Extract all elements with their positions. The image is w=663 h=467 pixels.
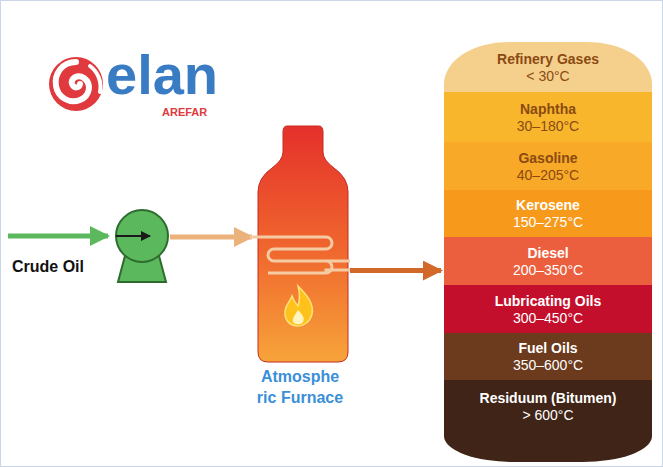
fraction-name: Kerosene <box>516 197 580 214</box>
fraction-band: Kerosene150–275°C <box>444 190 652 237</box>
logo-text: elan <box>106 46 218 104</box>
fraction-name: Diesel <box>527 245 568 262</box>
fraction-name: Gasoline <box>518 150 577 167</box>
inflow-arrow <box>8 234 108 239</box>
fraction-name: Lubricating Oils <box>495 293 602 310</box>
temperature-range: 40–205°C <box>517 167 579 183</box>
temperature-range: 300–450°C <box>513 310 583 326</box>
fraction-name: Refinery Gases <box>497 51 599 68</box>
logo-subtext: AREFAR <box>162 106 207 119</box>
fraction-name: Residuum (Bitumen) <box>480 390 617 407</box>
fraction-band: Residuum (Bitumen)> 600°C <box>444 380 652 462</box>
furnace: Atmosphe ric Furnace <box>250 120 350 412</box>
fraction-band: Fuel Oils350–600°C <box>444 333 652 380</box>
feed-arrow <box>170 235 252 240</box>
logo-icon <box>49 57 103 111</box>
fraction-band: Naphtha30–180°C <box>444 92 652 142</box>
temperature-range: > 600°C <box>522 407 573 423</box>
fraction-band: Lubricating Oils300–450°C <box>444 285 652 333</box>
temperature-range: 30–180°C <box>517 118 579 134</box>
furnace-label: Atmosphe ric Furnace <box>252 366 348 408</box>
pump-symbol <box>116 210 168 282</box>
temperature-range: 350–600°C <box>513 357 583 373</box>
temperature-range: 150–275°C <box>513 214 583 230</box>
temperature-range: < 30°C <box>526 68 569 84</box>
fraction-band: Diesel200–350°C <box>444 237 652 285</box>
fraction-band: Refinery Gases< 30°C <box>444 42 652 92</box>
fraction-band: Gasoline40–205°C <box>444 142 652 190</box>
fraction-name: Naphtha <box>520 101 576 118</box>
input-label: Crude Oil <box>12 258 84 276</box>
flow-arrow <box>350 268 441 273</box>
temperature-range: 200–350°C <box>513 262 583 278</box>
fraction-name: Fuel Oils <box>518 340 577 357</box>
